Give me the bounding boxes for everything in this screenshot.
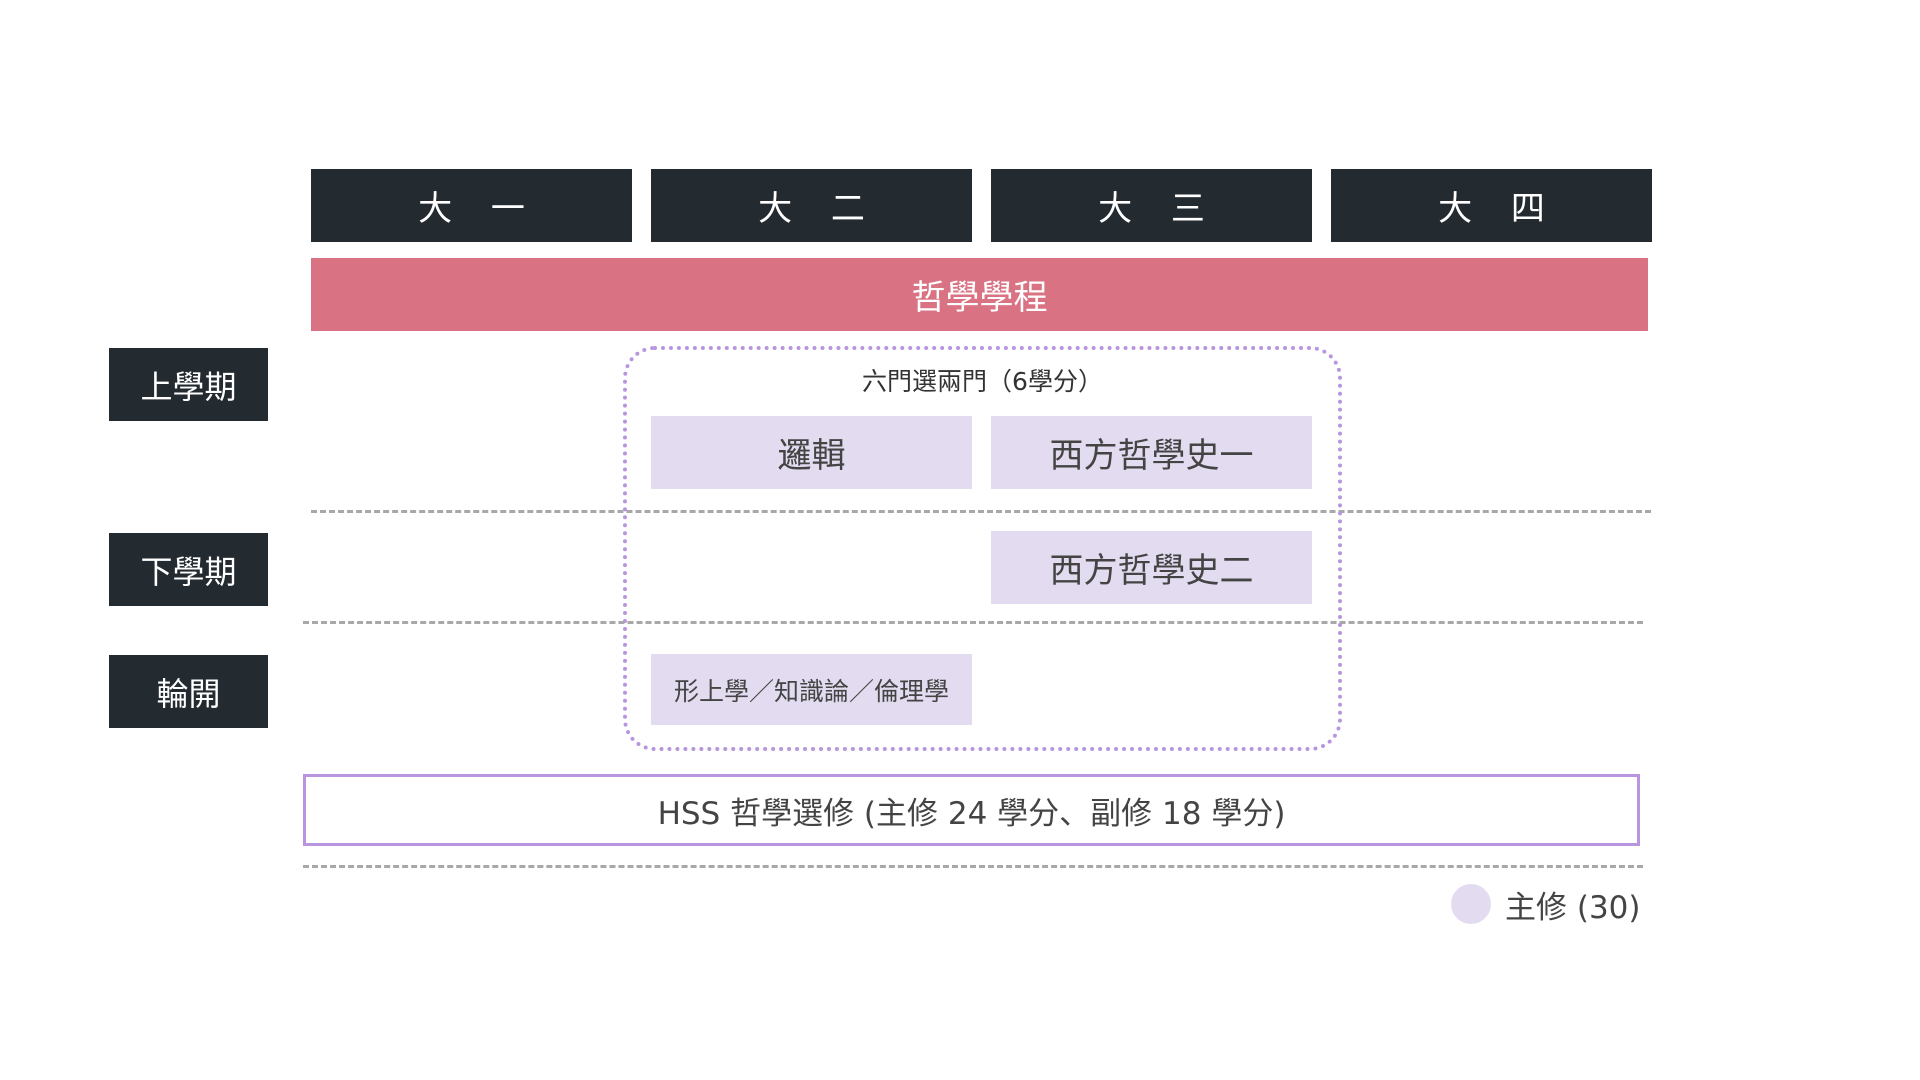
semester-label-rotating: 輪開 xyxy=(109,655,268,728)
legend-swatch xyxy=(1451,884,1491,924)
year-label: 大 一 xyxy=(418,189,539,229)
year-header-2: 大 二 xyxy=(651,169,972,242)
semester-label-second: 下學期 xyxy=(109,533,268,606)
course-western-philosophy-2: 西方哲學史二 xyxy=(991,531,1312,604)
legend-label: 主修 (30) xyxy=(1505,889,1641,926)
elective-group-outline xyxy=(623,346,1342,751)
year-label: 大 三 xyxy=(1098,189,1219,229)
course-logic: 邏輯 xyxy=(651,416,972,489)
program-banner: 哲學學程 xyxy=(311,258,1648,331)
year-header-3: 大 三 xyxy=(991,169,1312,242)
course-rotating: 形上學／知識論／倫理學 xyxy=(651,654,972,725)
year-header-4: 大 四 xyxy=(1331,169,1652,242)
semester-label-first: 上學期 xyxy=(109,348,268,421)
year-label: 大 四 xyxy=(1438,189,1559,229)
separator-line xyxy=(311,510,1651,513)
hss-elective-bar: HSS 哲學選修 (主修 24 學分、副修 18 學分) xyxy=(303,774,1640,846)
year-header-1: 大 一 xyxy=(311,169,632,242)
elective-group-caption: 六門選兩門（6學分） xyxy=(862,367,1103,396)
year-label: 大 二 xyxy=(758,189,879,229)
separator-line xyxy=(303,865,1643,868)
course-western-philosophy-1: 西方哲學史一 xyxy=(991,416,1312,489)
separator-line xyxy=(303,621,1643,624)
